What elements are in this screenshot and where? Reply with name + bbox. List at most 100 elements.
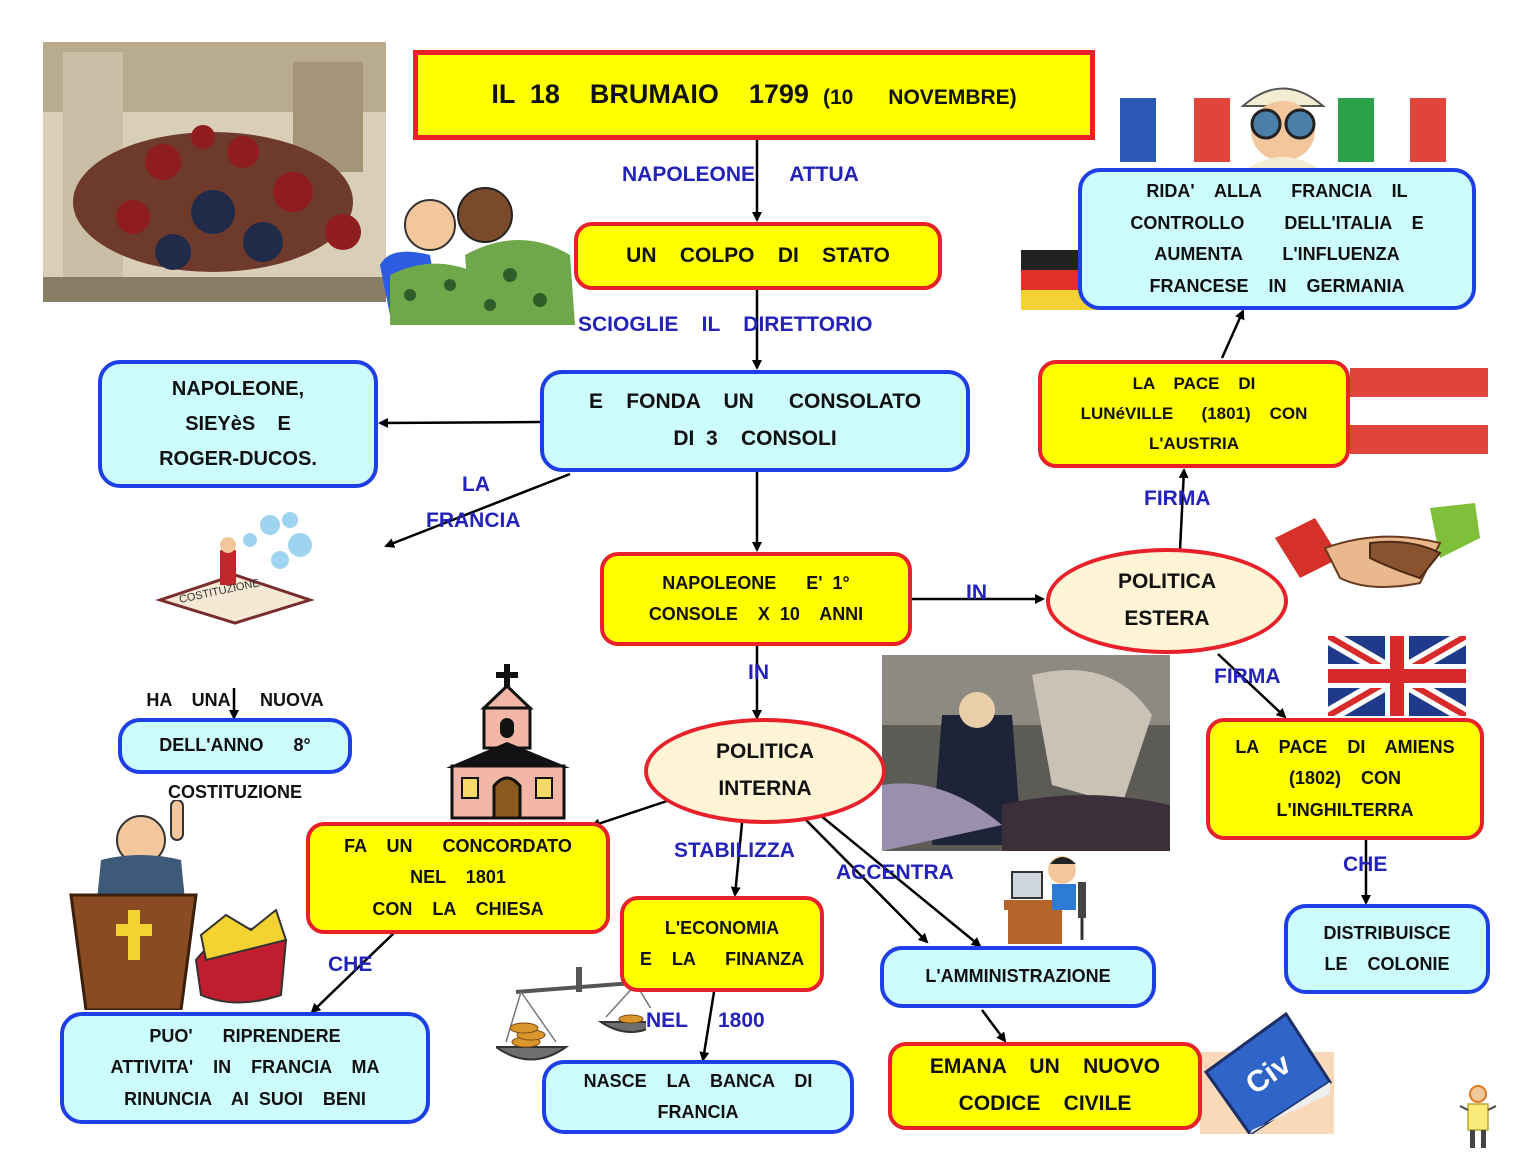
primo-console-node: NAPOLEONE E' 1° CONSOLE X 10 ANNI (600, 552, 912, 646)
concordato-line-2: NEL 1801 (410, 867, 506, 888)
flag-austria-image (1350, 368, 1488, 454)
luneville-node: LA PACE DI LUNéVILLE (1801) CON L'AUSTRI… (1038, 360, 1350, 468)
codice-civile-node: EMANA UN NUOVO CODICE CIVILE (888, 1042, 1202, 1130)
arrow-consolato-costituzione (384, 472, 571, 548)
primo-console-line-2: CONSOLE X 10 ANNI (648, 604, 864, 624)
politica-interna-node: POLITICA INTERNA (644, 718, 886, 824)
label-firma-amiens: FIRMA (1214, 665, 1281, 688)
arrow-consolato-consoli (378, 417, 541, 428)
economia-line-1: L'ECONOMIA (664, 917, 780, 938)
label-nel: NEL (646, 1008, 688, 1034)
costituzione-text: HA UNA NUOVA COSTITUZIONE (120, 624, 350, 838)
arrow-economia-banca (699, 991, 716, 1062)
arrow-estera-amiens (1217, 653, 1287, 719)
consoli-line-1: NAPOLEONE, (171, 377, 305, 400)
politica-estera-line-2: ESTERA (1124, 607, 1210, 630)
amministrazione-node: L'AMMINISTRAZIONE (880, 946, 1156, 1008)
riprendere-line-2: ATTIVITA' IN FRANCIA MA (110, 1057, 380, 1078)
politica-estera-line-1: POLITICA (1118, 570, 1216, 594)
riprendere-node: PUO' RIPRENDERE ATTIVITA' IN FRANCIA MA … (60, 1012, 430, 1124)
flag-france-image (1120, 98, 1230, 162)
amiens-node: LA PACE DI AMIENS (1802) CON L'INGHILTER… (1206, 718, 1484, 840)
francia-italia-line-1: RIDA' ALLA FRANCIA IL (1146, 181, 1408, 201)
consoli-line-2: SIEYèS E (185, 412, 291, 435)
concordato-line-3: CON LA CHIESA (372, 898, 544, 919)
flag-uk-image (1328, 636, 1466, 716)
francia-italia-node: RIDA' ALLA FRANCIA IL CONTROLLO DELL'ITA… (1078, 168, 1476, 310)
colpo-di-stato-text: UN COLPO DI STATO (626, 243, 890, 267)
consoli-node: NAPOLEONE, SIEYèS E ROGER-DUCOS. (98, 360, 378, 488)
concordato-line-1: FA UN CONCORDATO (344, 835, 572, 856)
luneville-line-1: LA PACE DI (1132, 374, 1256, 394)
binoculars-explorer-image (1240, 87, 1326, 168)
consolato-line-2: DI 3 CONSOLI (673, 427, 837, 450)
soldiers-cartoon-image (380, 187, 575, 325)
luneville-line-2: LUNéVILLE (1801) CON (1080, 404, 1308, 424)
label-1800: 1800 (718, 1009, 765, 1032)
arrow-interna-economia (730, 822, 744, 897)
consolato-line-1: E FONDA UN CONSOLATO (588, 390, 922, 414)
handshake-image (1275, 503, 1480, 588)
painting-coup-image (43, 42, 386, 302)
francia-italia-line-2: CONTROLLO DELL'ITALIA E (1130, 212, 1424, 233)
computer-worker-image (1004, 856, 1086, 944)
politica-interna-line-2: INTERNA (718, 777, 812, 800)
anno-node: DELL'ANNO 8° (118, 718, 352, 774)
colonie-node: DISTRIBUISCE LE COLONIE (1284, 904, 1490, 994)
label-firma-luneville: FIRMA (1144, 487, 1211, 510)
title-main: IL 18 BRUMAIO 1799 (491, 79, 809, 110)
economia-line-2: E LA FINANZA (639, 949, 805, 969)
arrow-interna-concordato (590, 798, 671, 829)
francia-italia-line-4: FRANCESE IN GERMANIA (1149, 275, 1405, 296)
label-che-riprendere: CHE (328, 953, 373, 976)
francia-italia-line-3: AUMENTA L'INFLUENZA (1154, 244, 1400, 264)
arrow-amministrazione-codice (980, 1009, 1007, 1043)
title-box: IL 18 BRUMAIO 1799 (10 NOVEMBRE) (413, 50, 1095, 140)
banca-line-2: FRANCIA (657, 1102, 739, 1122)
amiens-line-1: LA PACE DI AMIENS (1235, 736, 1455, 757)
concordato-node: FA UN CONCORDATO NEL 1801 CON LA CHIESA (306, 822, 610, 934)
codice-line-1: EMANA UN NUOVO (929, 1055, 1161, 1079)
consoli-line-3: ROGER-DUCOS. (159, 447, 317, 470)
politica-interna-line-1: POLITICA (716, 740, 814, 764)
politica-estera-node: POLITICA ESTERA (1046, 548, 1288, 654)
luneville-line-3: L'AUSTRIA (1149, 433, 1239, 453)
priest-pulpit-image (69, 800, 288, 1010)
riprendere-line-1: PUO' RIPRENDERE (149, 1025, 341, 1046)
label-napoleone-attua: NAPOLEONE ATTUA (622, 163, 859, 186)
arrow-luneville-italia (1220, 309, 1245, 359)
primo-console-line-1: NAPOLEONE E' 1° (662, 572, 850, 593)
church-image (446, 664, 570, 820)
label-in-estera: IN (966, 581, 987, 604)
label-scioglie: SCIOGLIE IL DIRETTORIO (578, 313, 873, 336)
colpo-di-stato-node: UN COLPO DI STATO (574, 222, 942, 290)
banca-line-1: NASCE LA BANCA DI (583, 1070, 813, 1091)
banca-node: NASCE LA BANCA DI FRANCIA (542, 1060, 854, 1134)
flag-italy-image (1338, 98, 1446, 162)
codice-line-2: CODICE CIVILE (958, 1092, 1132, 1115)
colonie-line-1: DISTRIBUISCE (1323, 922, 1451, 943)
amiens-line-3: L'INGHILTERRA (1276, 799, 1414, 820)
arrow-concordato-riprendere (310, 931, 396, 1014)
title-date: (10 NOVEMBRE) (822, 85, 1017, 109)
economia-node: L'ECONOMIA E LA FINANZA (620, 896, 824, 992)
arrow-estera-luneville (1178, 468, 1189, 551)
riprendere-line-3: RINUNCIA AI SUOI BENI (124, 1088, 366, 1109)
amministrazione-text: L'AMMINISTRAZIONE (925, 966, 1111, 987)
napoleon-painting-image (882, 655, 1170, 851)
label-la: LA (462, 473, 490, 496)
mascot-icon (1459, 1085, 1497, 1148)
arrow-interna-codice (805, 819, 929, 944)
label-che-colonie: CHE (1343, 853, 1388, 876)
consolato-node: E FONDA UN CONSOLATO DI 3 CONSOLI (540, 370, 970, 472)
civil-code-book-image: Civ (1200, 1012, 1334, 1134)
amiens-line-2: (1802) CON (1288, 768, 1402, 789)
costituzione-line-1: HA UNA NUOVA (146, 690, 324, 711)
costituzione-line-2: COSTITUZIONE (168, 781, 302, 802)
label-in-interna: IN (748, 661, 769, 684)
label-stabilizza: STABILIZZA (674, 839, 795, 862)
colonie-line-2: LE COLONIE (1324, 954, 1450, 974)
label-accentra: ACCENTRA (836, 861, 954, 884)
constitution-book-image: COSTITUZIONE (155, 512, 315, 625)
